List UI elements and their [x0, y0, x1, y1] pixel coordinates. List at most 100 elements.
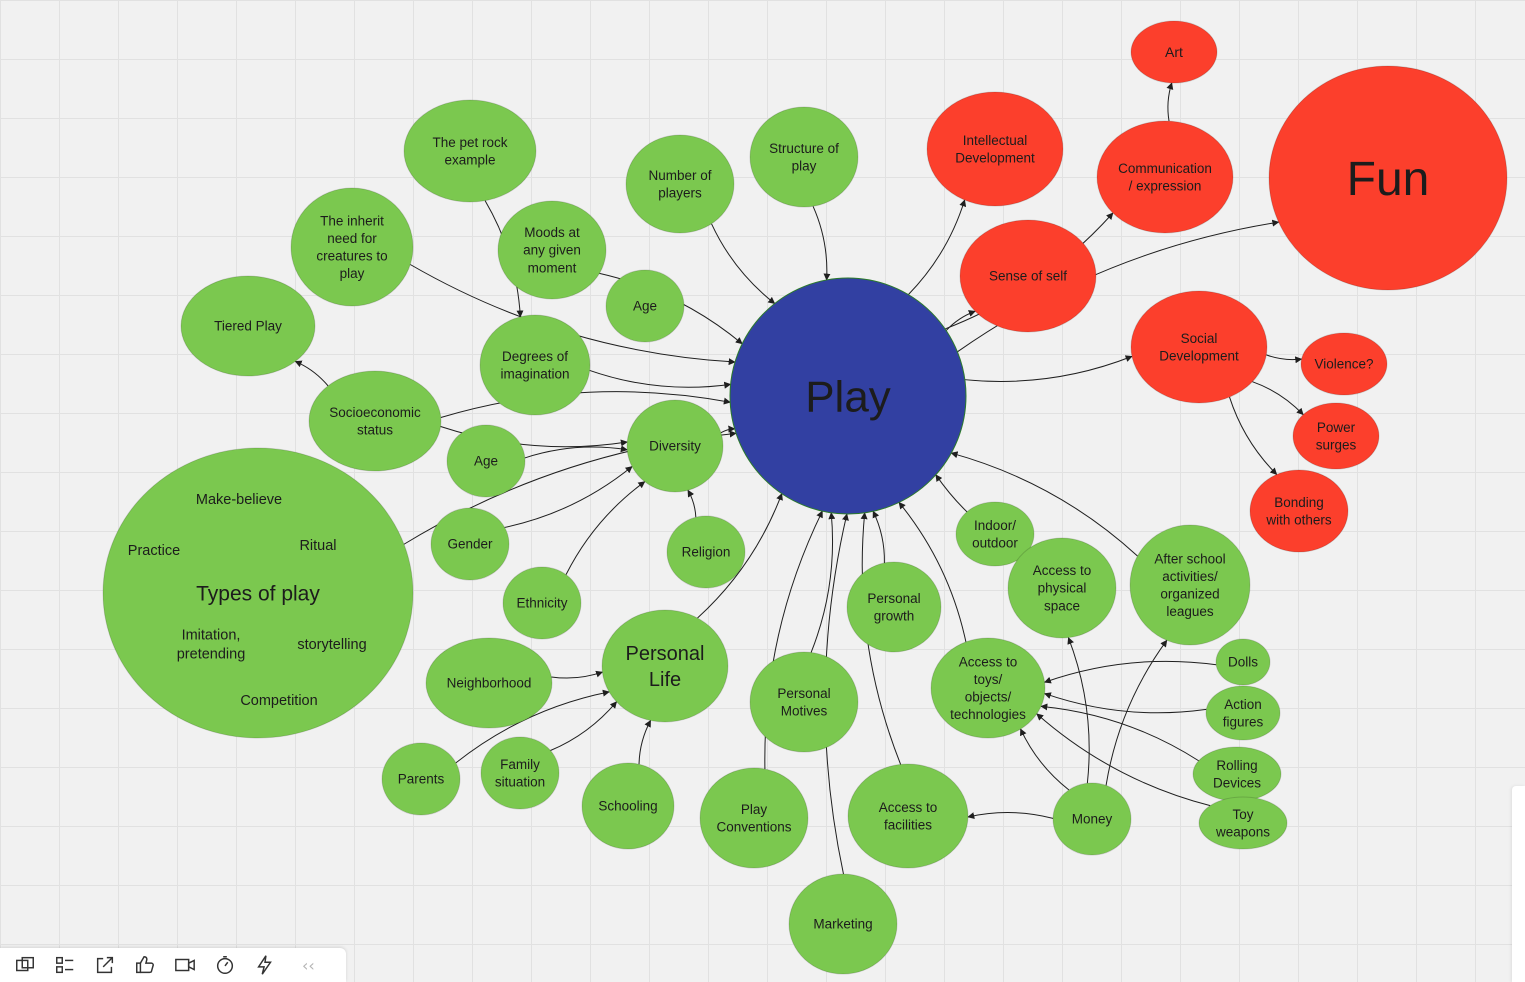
node-personal-life-shape[interactable] — [601, 609, 729, 723]
edge-play-to-intellectual[interactable] — [907, 199, 967, 295]
timer-icon[interactable] — [212, 952, 238, 978]
edge-play-to-fun[interactable] — [957, 219, 1280, 353]
node-parents-shape[interactable] — [381, 742, 461, 816]
like-icon[interactable] — [132, 952, 158, 978]
node-toy-weapons-shape[interactable] — [1198, 796, 1288, 850]
edge-dolls-to-access-toys[interactable] — [1043, 660, 1217, 684]
node-imagination-shape[interactable] — [479, 314, 591, 416]
lightning-icon[interactable] — [252, 952, 278, 978]
video-icon[interactable] — [172, 952, 198, 978]
node-neighborhood-shape[interactable] — [425, 637, 553, 729]
node-ethnicity[interactable]: Ethnicity — [502, 566, 582, 640]
edge-play-to-social[interactable] — [964, 355, 1133, 382]
node-social-shape[interactable] — [1130, 290, 1268, 404]
node-ethnicity-shape[interactable] — [502, 566, 582, 640]
node-communication-shape[interactable] — [1096, 120, 1234, 234]
node-diversity[interactable]: Diversity — [626, 399, 724, 493]
node-gender-shape[interactable] — [430, 507, 510, 581]
edge-social-to-bonding[interactable] — [1229, 396, 1278, 475]
edge-money-to-after-school[interactable] — [1105, 639, 1168, 786]
collapse-toolbar-button[interactable]: ‹‹ — [302, 955, 315, 975]
node-pet-rock-shape[interactable] — [403, 99, 537, 203]
edge-communication-to-art[interactable] — [1166, 82, 1174, 122]
node-age-top[interactable]: Age — [605, 269, 685, 343]
node-money-shape[interactable] — [1052, 782, 1132, 856]
node-moods-shape[interactable] — [497, 200, 607, 300]
node-sense-of-self[interactable]: Sense of self — [959, 219, 1097, 333]
node-after-school-shape[interactable] — [1129, 524, 1251, 646]
node-age-top-shape[interactable] — [605, 269, 685, 343]
node-age-mid[interactable]: Age — [446, 424, 526, 498]
edge-number-players-to-play[interactable] — [711, 223, 776, 304]
edge-neighborhood-to-personal-life[interactable] — [551, 670, 604, 679]
edge-family-to-personal-life[interactable] — [550, 701, 617, 751]
node-fun[interactable]: Fun — [1268, 65, 1508, 291]
edge-social-to-power-surges[interactable] — [1252, 381, 1304, 416]
share-icon[interactable] — [92, 952, 118, 978]
node-rolling-shape[interactable] — [1192, 746, 1282, 802]
edge-money-to-access-toys[interactable] — [1020, 728, 1070, 791]
node-schooling-shape[interactable] — [581, 762, 675, 850]
edge-social-to-violence[interactable] — [1266, 354, 1303, 364]
edge-rolling-to-access-toys[interactable] — [1040, 703, 1199, 762]
node-structure-shape[interactable] — [749, 106, 859, 208]
node-art-shape[interactable] — [1130, 20, 1218, 84]
node-dolls[interactable]: Dolls — [1215, 638, 1271, 686]
node-religion[interactable]: Religion — [666, 515, 746, 589]
node-play[interactable]: Play — [729, 277, 967, 515]
edge-access-toys-to-play[interactable] — [898, 501, 967, 643]
node-tiered[interactable]: Tiered Play — [180, 275, 316, 377]
node-sense-of-self-shape[interactable] — [959, 219, 1097, 333]
node-neighborhood[interactable]: Neighborhood — [425, 637, 553, 729]
edge-gender-to-diversity[interactable] — [504, 466, 633, 528]
node-money[interactable]: Money — [1052, 782, 1132, 856]
node-intellectual-shape[interactable] — [926, 91, 1064, 207]
edge-ethnicity-to-diversity[interactable] — [565, 481, 646, 575]
node-play-shape[interactable] — [729, 277, 967, 515]
node-number-players-shape[interactable] — [625, 134, 735, 234]
node-indoor[interactable]: Indoor/outdoor — [955, 501, 1035, 567]
edge-imagination-to-play[interactable] — [589, 369, 732, 389]
edge-personal-growth-to-play[interactable] — [872, 510, 885, 563]
node-dolls-shape[interactable] — [1215, 638, 1271, 686]
edge-money-to-access-facilities[interactable] — [967, 812, 1054, 820]
outline-icon[interactable] — [52, 952, 78, 978]
edge-age-mid-to-diversity[interactable] — [524, 445, 628, 459]
node-communication[interactable]: Communication/ expression — [1096, 120, 1234, 234]
node-religion-shape[interactable] — [666, 515, 746, 589]
node-access-physical-shape[interactable] — [1007, 537, 1117, 639]
node-marketing-shape[interactable] — [788, 873, 898, 975]
node-gender[interactable]: Gender — [430, 507, 510, 581]
edge-structure-to-play[interactable] — [812, 206, 831, 281]
node-access-facilities-shape[interactable] — [847, 763, 969, 869]
node-inherit-need-shape[interactable] — [290, 187, 414, 307]
node-indoor-shape[interactable] — [955, 501, 1035, 567]
node-action-figures-shape[interactable] — [1205, 685, 1281, 741]
edge-schooling-to-personal-life[interactable] — [638, 719, 652, 765]
edge-personal-motives-to-play[interactable] — [810, 512, 836, 653]
node-personal-growth-shape[interactable] — [846, 561, 942, 653]
edge-socioeconomic-to-play[interactable] — [440, 391, 731, 418]
node-personal-motives-shape[interactable] — [749, 651, 859, 753]
edge-action-figures-to-access-toys[interactable] — [1043, 692, 1207, 714]
node-schooling[interactable]: Schooling — [581, 762, 675, 850]
